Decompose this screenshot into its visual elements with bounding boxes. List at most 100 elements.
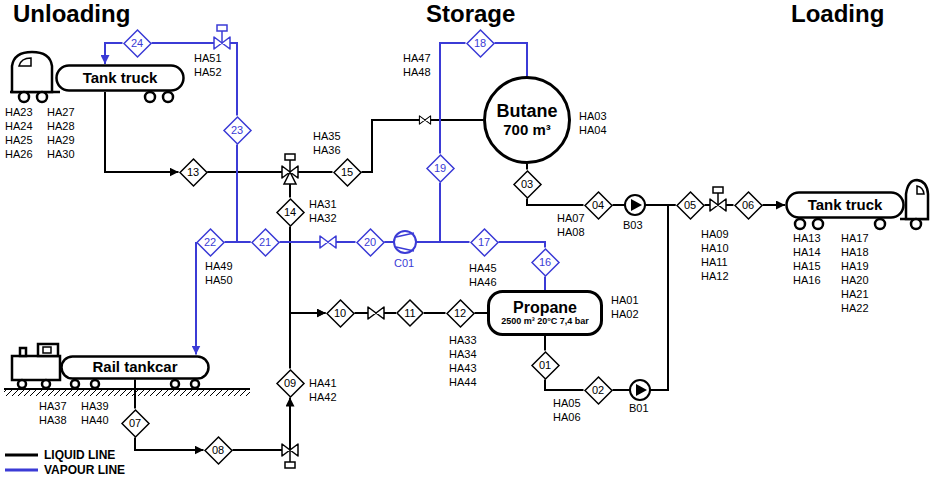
node-outline: [532, 352, 559, 379]
node-outline: [205, 437, 232, 464]
tag-label: HA29: [46, 134, 76, 147]
tag-label: HA26: [4, 148, 34, 161]
node-outline: [427, 155, 454, 182]
pump-symbol: [625, 195, 645, 215]
tag-label: HA46: [468, 276, 498, 289]
vessel-label: Butane: [496, 102, 557, 122]
node-outline: [471, 229, 498, 256]
propane-tank: Propane2500 m³ 20°C 7,4 bar: [487, 290, 603, 336]
line-number: 24: [131, 37, 143, 49]
node-outline: [197, 229, 224, 256]
compressor-symbol: [396, 233, 414, 251]
node-outline: [62, 356, 209, 378]
liquid-line: [526, 164, 528, 170]
tag-label: B01: [628, 402, 650, 415]
vessel-label: 2500 m³ 20°C 7,4 bar: [501, 317, 589, 327]
liquid-line: [208, 172, 291, 198]
line-number: 04: [592, 199, 604, 211]
tag-label: HA43: [448, 362, 478, 375]
line-number: 16: [539, 256, 551, 268]
vessel-label: Rail tankcar: [92, 359, 177, 376]
node-outline: [180, 159, 207, 186]
tag-label: HA32: [308, 212, 338, 225]
line-number: 14: [284, 206, 296, 218]
valve-symbol: [320, 236, 336, 248]
line-number-diamond: 10: [326, 299, 355, 328]
line-number: 02: [592, 384, 604, 396]
tag-label: HA11: [700, 256, 729, 269]
line-number: 07: [129, 417, 141, 429]
tag-label: HA05: [552, 397, 582, 410]
node-outline: [485, 78, 570, 163]
section-heading: Loading: [790, 0, 885, 28]
node-outline: [585, 192, 612, 219]
locomotive: [43, 347, 51, 353]
valve-symbol: [221, 31, 223, 43]
tag-label: HA02: [610, 308, 640, 321]
tag-label: HA35: [312, 130, 342, 143]
valve-symbol: [419, 116, 430, 124]
pump-symbol: [625, 195, 645, 215]
line-number: 15: [341, 166, 353, 178]
node-outline: [677, 192, 704, 219]
line-number-diamond: 24: [123, 29, 152, 58]
pump-symbol: [631, 199, 642, 211]
line-number-diamond: 11: [396, 299, 424, 327]
node-outline: [124, 30, 151, 57]
liquid-line: [135, 438, 204, 451]
rail-track: [4, 388, 250, 390]
liquid-line: [544, 336, 546, 351]
tag-label: HA42: [308, 391, 338, 404]
line-number-diamond: 16: [531, 248, 560, 277]
truck-cab: [813, 219, 823, 229]
tag-label: HA12: [700, 270, 730, 283]
line-number: 12: [454, 307, 466, 319]
line-number-diamond: 09: [276, 369, 305, 398]
valve-symbol: [710, 187, 726, 211]
tag-label: HA24: [4, 120, 34, 133]
legend-sample: [5, 455, 38, 470]
line-number-diamond: 07: [121, 409, 150, 438]
vapour-line: [195, 242, 197, 355]
valve-symbol: [713, 187, 723, 193]
node-outline: [57, 66, 184, 91]
node-outline: [277, 199, 304, 226]
tag-label: HA04: [578, 124, 608, 137]
tag-label: HA34: [448, 348, 478, 361]
tag-label: HA20: [840, 274, 870, 287]
vapour-line: [544, 277, 546, 291]
line-number-diamond: 19: [426, 154, 455, 183]
locomotive: [38, 344, 58, 356]
pump-symbol: [630, 380, 650, 400]
node-outline: [489, 292, 602, 335]
line-number-diamond: 06: [734, 191, 763, 220]
truck-cab: [163, 92, 173, 102]
valve-symbol: [217, 25, 227, 31]
tag-label: HA23: [4, 106, 34, 119]
line-number: 18: [474, 37, 486, 49]
line-number: 09: [284, 377, 296, 389]
valve-symbol: [282, 154, 298, 184]
valve-symbol: [368, 307, 384, 319]
truck-cab: [795, 180, 929, 229]
pump-symbol: [636, 384, 647, 396]
tag-label: HA09: [700, 228, 730, 241]
tag-label: HA13: [792, 232, 822, 245]
line-number: 05: [684, 199, 696, 211]
rail-tankcar: Rail tankcar: [60, 355, 210, 380]
truck-cab: [19, 92, 29, 102]
line-number: 20: [364, 236, 376, 248]
truck-cab: [12, 52, 52, 92]
liquid-line: [208, 171, 333, 173]
vapour-line: [237, 145, 251, 243]
tag-label: HA08: [556, 226, 586, 239]
truck-cab: [10, 52, 173, 102]
tag-label: HA07: [556, 212, 586, 225]
locomotive: [12, 344, 199, 388]
liquid-line: [362, 120, 484, 172]
truck-cab: [911, 219, 921, 229]
legend-sample: [5, 469, 38, 472]
line-number: 19: [434, 162, 446, 174]
legend-sample: [5, 454, 38, 457]
tag-label: HA18: [840, 246, 870, 259]
